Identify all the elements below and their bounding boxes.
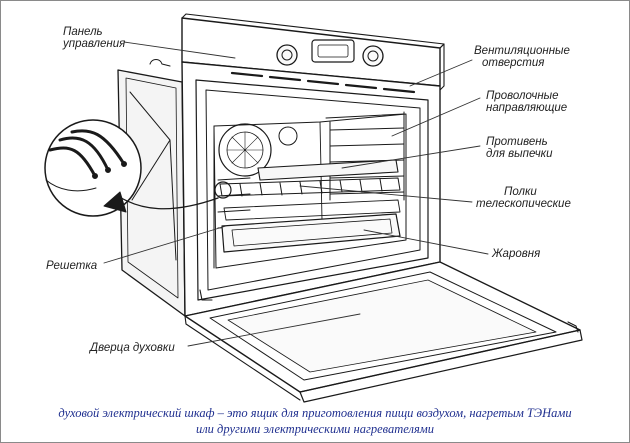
label-shelves: Полки телескопические: [476, 186, 571, 210]
label-door: Дверца духовки: [90, 342, 175, 354]
label-rack: Решетка: [46, 260, 98, 272]
convection-fan-icon: [218, 123, 272, 177]
control-knob-right-icon: [362, 45, 384, 67]
label-baking-tray-line1: Противень: [486, 136, 548, 148]
label-wire-guides: Проволочные направляющие: [486, 90, 567, 114]
label-control-panel-line2: управления: [63, 38, 126, 50]
label-roaster: Жаровня: [492, 248, 541, 260]
oven-door: [184, 261, 583, 403]
control-knob-left-icon: [276, 44, 298, 66]
vent-slots: [230, 71, 416, 94]
telescopic-rack: [219, 177, 401, 197]
label-baking-tray-line2: для выпечки: [486, 148, 553, 160]
caption-line-2: или другими электрическими нагревателями: [195, 422, 435, 436]
label-baking-tray: Противень для выпечки: [486, 136, 553, 160]
label-shelves-line1: Полки: [504, 186, 537, 198]
rack-zoom-detail: [44, 119, 232, 217]
label-wire-guides-line2: направляющие: [486, 102, 568, 114]
roaster-pan: [221, 213, 401, 253]
caption-line-1: духовой электрический шкаф – это ящик дл…: [58, 406, 572, 420]
label-shelves-line2: телескопические: [476, 198, 571, 210]
oven-cavity: [213, 111, 407, 269]
label-vents-line2: отверстия: [482, 57, 545, 69]
display-window: [311, 39, 355, 63]
wire-guides-left: [217, 177, 251, 229]
label-vents-line1: Вентиляционные: [474, 45, 570, 57]
oven-front-frame: [181, 61, 441, 317]
leader-lines: [103, 41, 489, 347]
label-wire-guides-line1: Проволочные: [486, 90, 559, 102]
label-control-panel-line1: Панель: [63, 26, 103, 38]
label-control-panel: Панель управления: [63, 26, 125, 50]
label-vents: Вентиляционные отверстия: [474, 45, 570, 69]
wire-guides-right: [325, 111, 405, 201]
